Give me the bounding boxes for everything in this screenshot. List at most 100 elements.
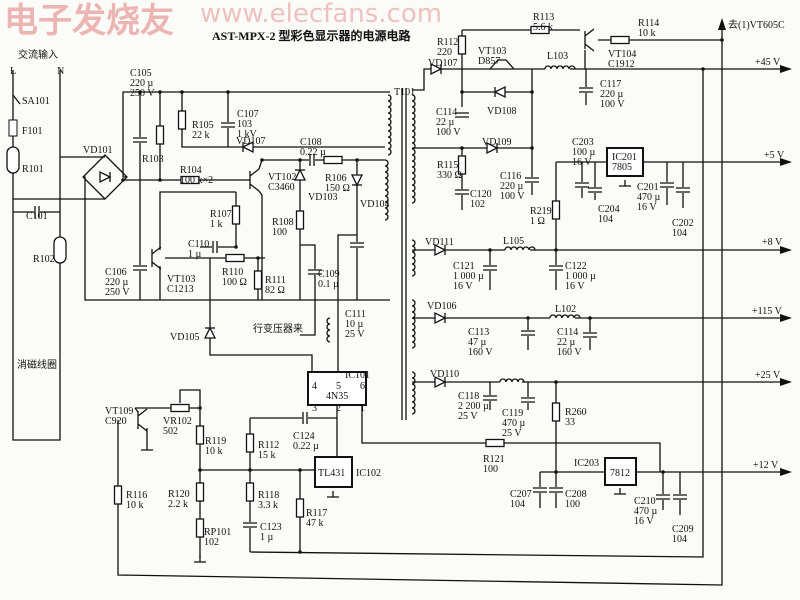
label-line: IC203 (574, 458, 599, 469)
label-line: C108 (300, 137, 322, 148)
label-line: 220 µ (105, 277, 129, 288)
label-line: 330 Ω (437, 170, 462, 181)
junction-dot (460, 90, 464, 94)
label-line: VD110 (430, 369, 459, 380)
capacitor-gap (134, 265, 146, 271)
junction-dot (198, 468, 202, 472)
label-line: R103 (142, 154, 164, 165)
junction-dot (138, 90, 142, 94)
capacitor-symbol (133, 137, 147, 143)
label-line: C106 (105, 267, 127, 278)
transistor-vt104 (584, 28, 595, 52)
label-line: C105 (130, 68, 152, 79)
label-line: 150 Ω (325, 183, 350, 194)
label-vd106: VD106 (427, 301, 456, 312)
label-line: C123 (260, 522, 282, 533)
resistor-symbol (245, 482, 255, 502)
junction-dot (298, 468, 302, 472)
label-line: 100 V (436, 127, 461, 138)
capacitor-gap (661, 182, 673, 188)
label-line: SA101 (22, 96, 50, 107)
junction-dot (226, 90, 230, 94)
capacitor-symbol (660, 182, 674, 188)
diode-symbol (350, 174, 364, 187)
junction-dot (298, 158, 302, 162)
output-arrow-icon (780, 65, 792, 73)
junction-dot (488, 248, 492, 252)
label-to-vt605c: 去(1)VT605C (728, 19, 785, 31)
label-line: +115 V (752, 306, 783, 317)
label-line: VT103 (478, 46, 506, 57)
capacitor-symbol (676, 187, 690, 193)
label-line: 470 µ (634, 506, 658, 517)
label-vd105: VD105 (170, 332, 199, 343)
label-line: C111 (345, 309, 366, 320)
label-line: 行变压器来 (253, 322, 303, 335)
winding-symbol (326, 317, 331, 343)
inductor-symbol (544, 65, 576, 70)
label-line: L102 (555, 304, 576, 315)
diode-symbol (493, 85, 506, 99)
winding-symbol (411, 371, 416, 415)
transistor-vt103 (151, 246, 162, 270)
wire (12, 420, 61, 441)
label-line: 1 k (210, 219, 223, 230)
label-line: IC101 (345, 370, 370, 381)
label-line: 5 (336, 381, 341, 392)
junction-dot (298, 550, 302, 554)
ic-box (604, 457, 637, 486)
resistor-symbol (530, 25, 550, 35)
label-line: R219 (530, 206, 552, 217)
label-line: N (57, 66, 64, 77)
diode-symbol (430, 62, 443, 76)
label-ac-input: 交流输入 (18, 48, 58, 61)
label-line: 100 (272, 227, 287, 238)
wire (159, 191, 236, 250)
label-line: 6 (360, 381, 365, 392)
wire (412, 68, 790, 91)
wire (122, 91, 390, 178)
label-line: 470 µ (637, 192, 661, 203)
capacitor-gap (456, 189, 468, 195)
capacitor-symbol (455, 112, 469, 118)
label-line: 250 V (130, 88, 155, 99)
junction-dot (526, 316, 530, 320)
capacitor-gap (484, 265, 496, 271)
label-out-5: +5 V (764, 150, 785, 161)
label-line: 102 (470, 199, 485, 210)
label-line: C208 (565, 489, 587, 500)
label-line: 0.22 µ (293, 441, 319, 452)
wire (361, 405, 661, 472)
output-arrow-icon (780, 314, 792, 322)
label-line: C116 (500, 171, 521, 182)
capacitor-symbol (309, 154, 315, 166)
label-line: 0.1 µ (318, 279, 339, 290)
label-line: R113 (533, 12, 554, 23)
label-line: 25 V (345, 329, 365, 340)
label-line: R101 (22, 164, 44, 175)
capacitor-gap (302, 413, 308, 423)
label-line: 4N35 (326, 391, 348, 402)
label-line: R107 (210, 209, 232, 220)
label-sa101: SA101 (22, 96, 50, 107)
label-line: R104 (180, 165, 202, 176)
label-line: 160 V (557, 347, 582, 358)
diode-symbol (293, 168, 307, 181)
inductor-symbol (549, 314, 581, 319)
diode-symbol (486, 141, 499, 155)
